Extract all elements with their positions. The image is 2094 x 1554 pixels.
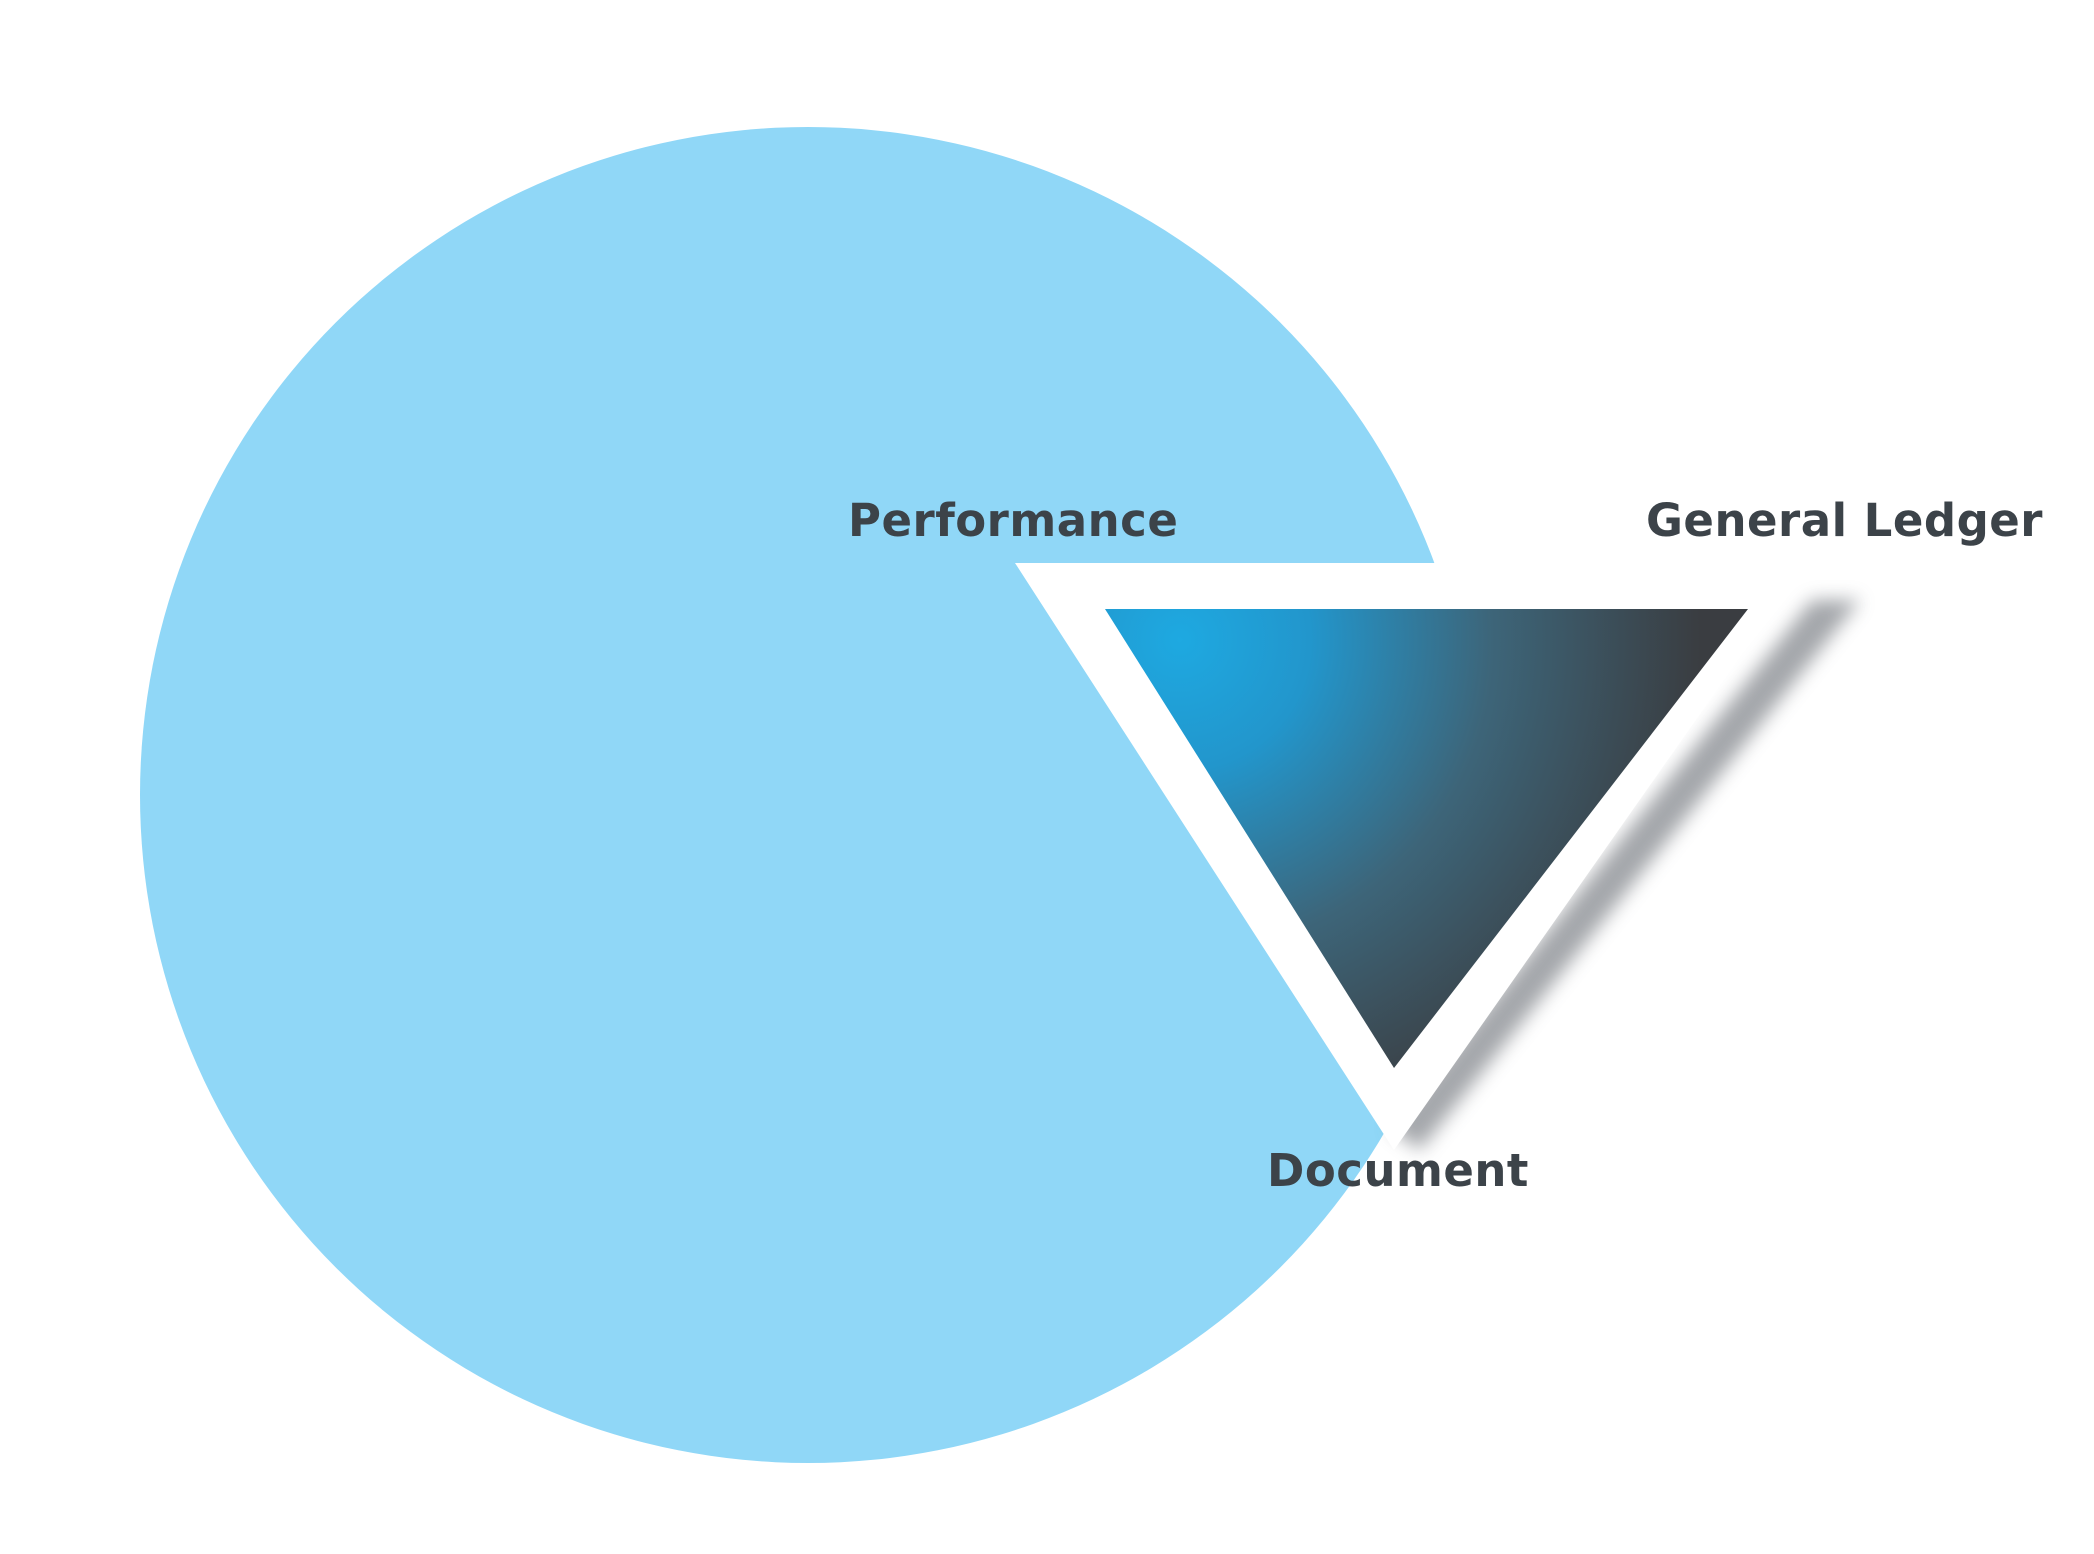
pie-circle [140, 127, 1476, 1463]
label-performance: Performance [848, 494, 1179, 547]
triangle-shadow [1390, 600, 1860, 1150]
label-general-ledger: General Ledger [1646, 494, 2043, 547]
label-document: Document [1267, 1144, 1529, 1197]
triangle-gradient [1105, 609, 1748, 1068]
